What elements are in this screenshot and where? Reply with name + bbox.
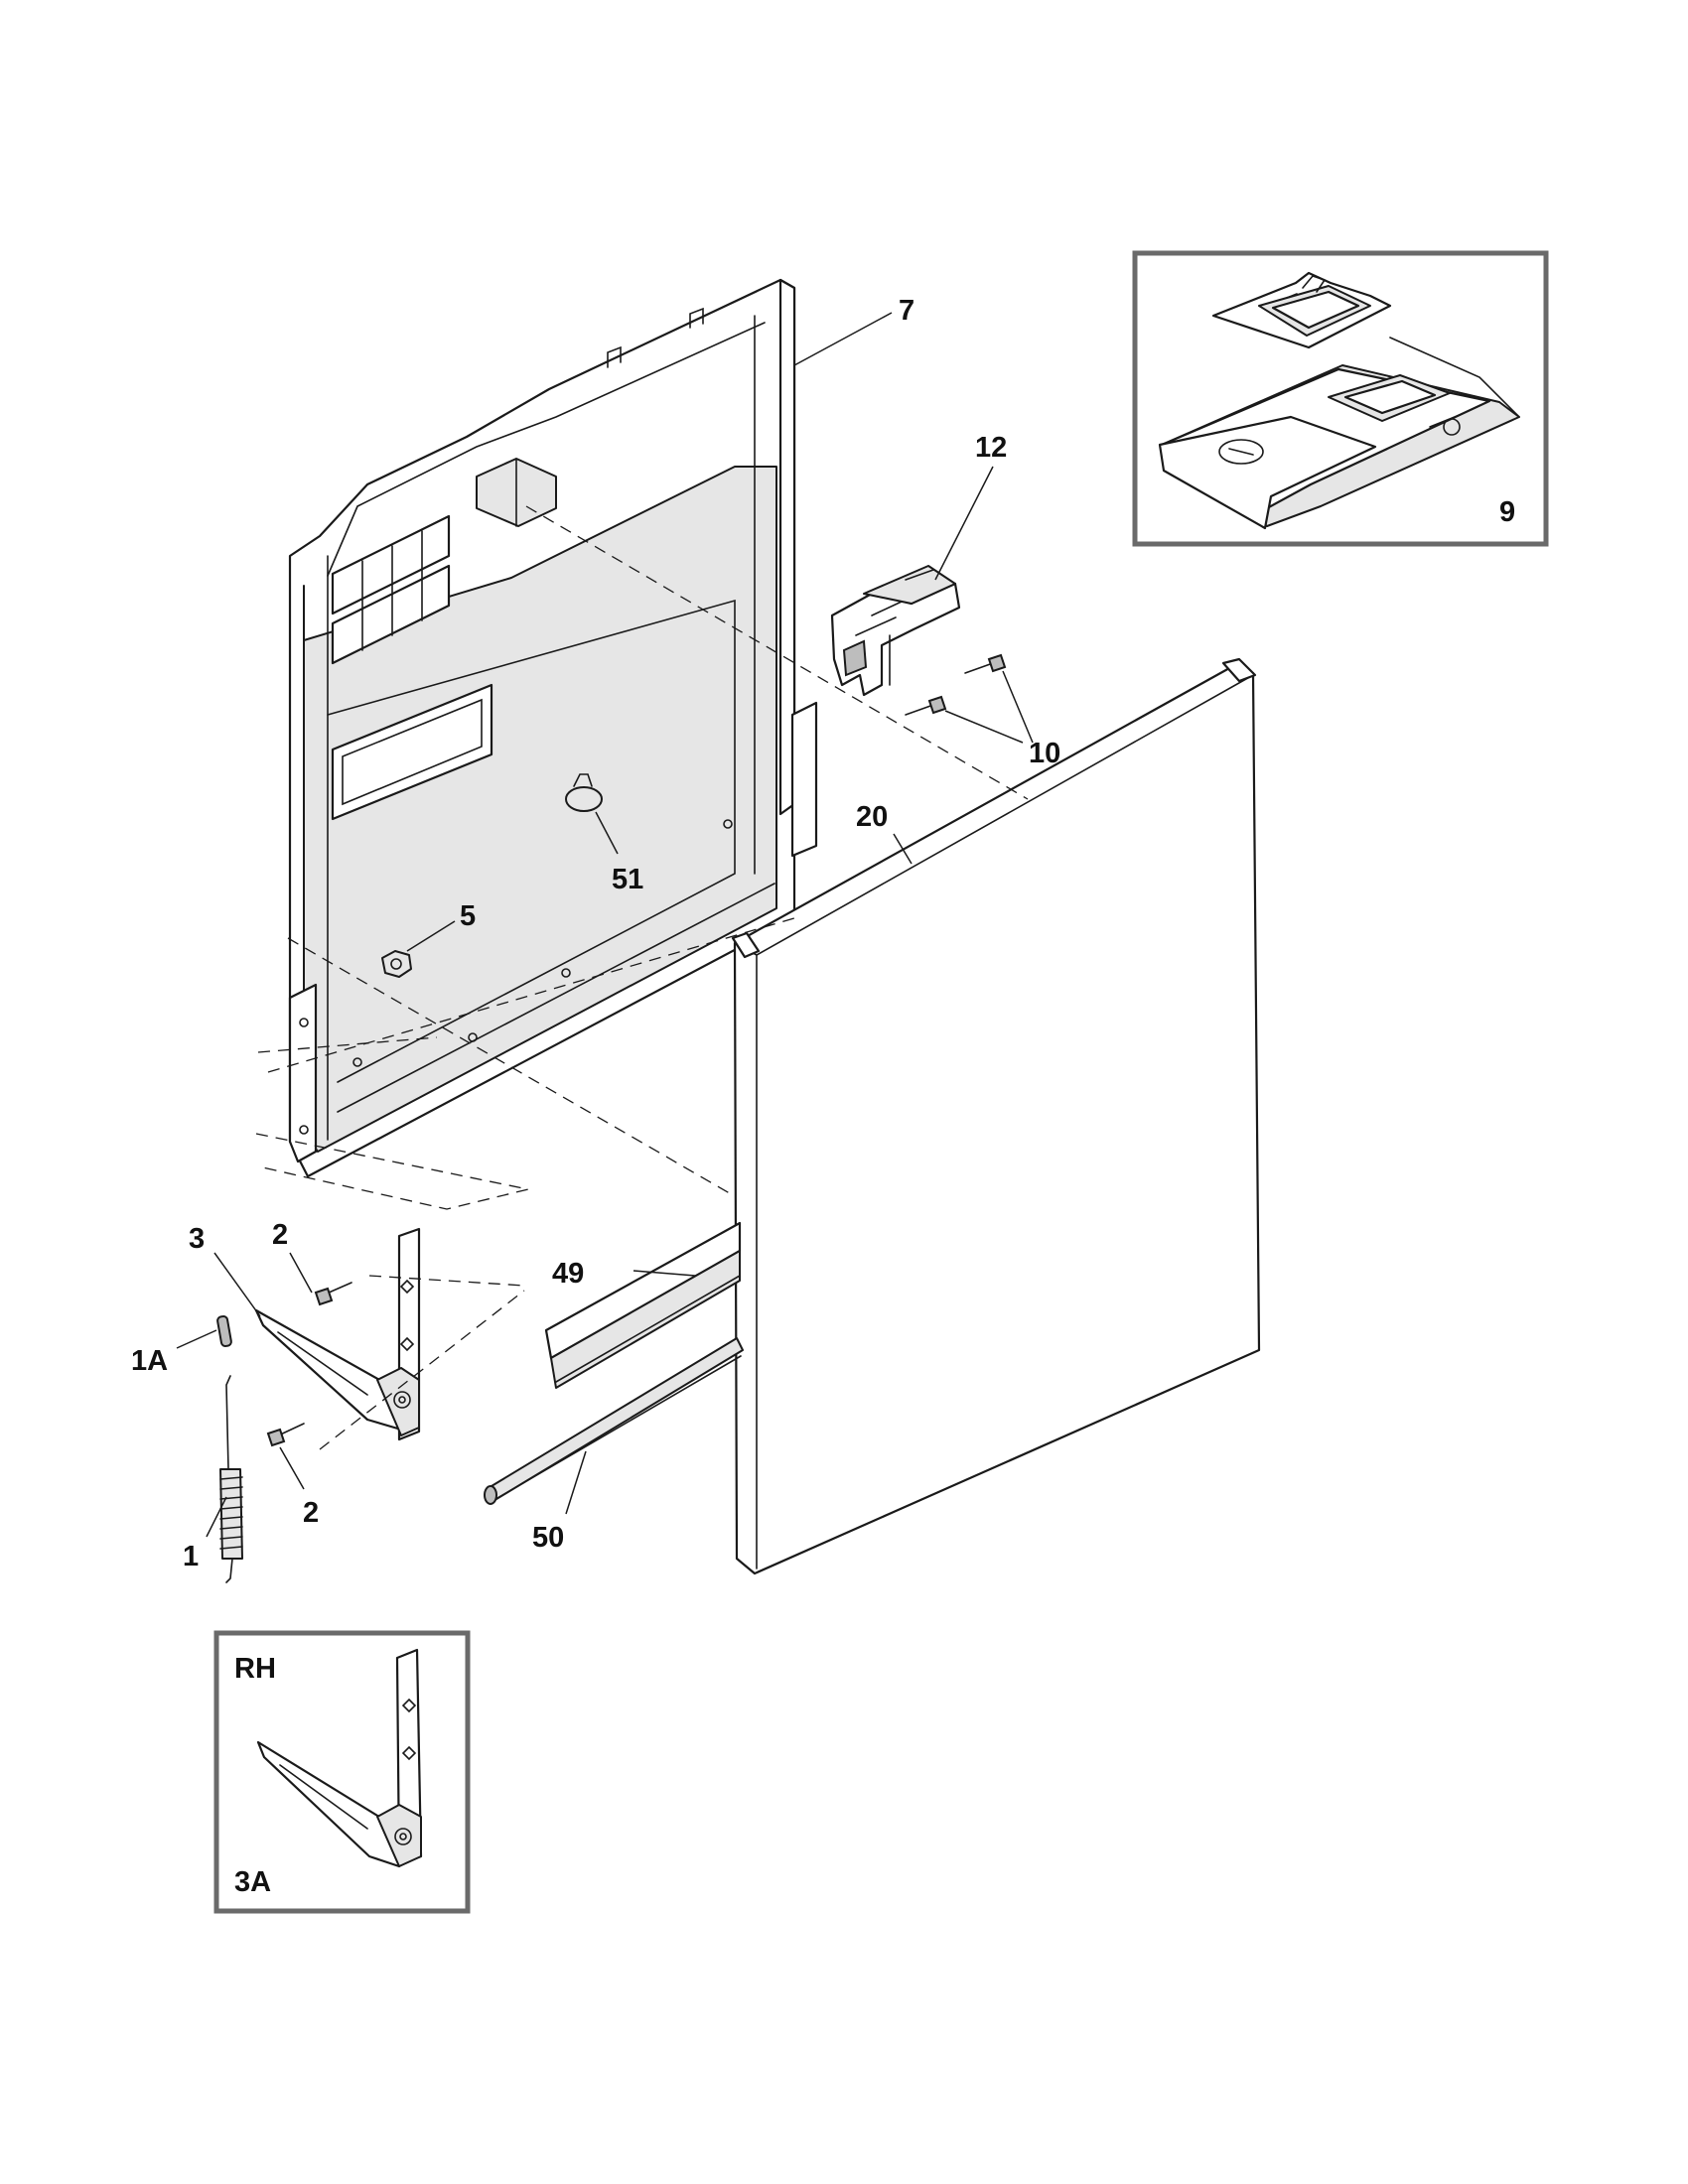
rh-hinge-inset: RH 3A — [213, 1630, 471, 1914]
leader-51 — [595, 811, 619, 855]
callout-7: 7 — [899, 295, 914, 327]
leader-1a — [176, 1329, 217, 1349]
leader-12 — [934, 466, 994, 581]
callout-51: 51 — [612, 864, 643, 895]
leader-2b — [279, 1446, 305, 1490]
callout-12: 12 — [975, 432, 1007, 464]
callout-1a: 1A — [131, 1345, 168, 1377]
leader-3 — [213, 1252, 261, 1317]
rh-label: RH — [234, 1653, 276, 1685]
leader-20 — [893, 833, 913, 865]
leader-50 — [565, 1450, 587, 1515]
hinge-screw-lower — [266, 1423, 305, 1447]
cable-link — [216, 1314, 232, 1348]
callout-5: 5 — [460, 900, 476, 932]
plug — [565, 773, 603, 812]
hinge-rh-illustration — [256, 1648, 423, 1868]
assembly-guide-lines — [255, 505, 1029, 1450]
bottom-trim — [544, 1221, 742, 1389]
outer-door-panel — [731, 657, 1261, 1575]
door-gasket — [484, 1337, 744, 1505]
callout-1: 1 — [183, 1541, 199, 1572]
vent-grille — [331, 514, 451, 665]
leader-2a — [289, 1252, 313, 1294]
dispenser-inset-frame — [1132, 250, 1549, 547]
detergent-dispenser-illustration — [1158, 271, 1520, 530]
inner-door — [288, 278, 818, 1178]
latch-screws — [905, 653, 1007, 716]
leader-10b — [944, 710, 1024, 744]
hinge-screw-upper — [314, 1282, 352, 1306]
hinge-lh — [254, 1227, 421, 1441]
leader-7 — [793, 312, 893, 366]
rh-hinge-inset-frame — [213, 1630, 471, 1914]
dispenser-inset: 9 — [1132, 250, 1549, 547]
callout-9: 9 — [1499, 496, 1515, 528]
leader-5 — [406, 920, 456, 952]
callout-2b: 2 — [303, 1497, 319, 1529]
leader-10a — [1002, 670, 1034, 744]
leader-1 — [206, 1496, 227, 1538]
callout-3a: 3A — [234, 1866, 271, 1898]
nut — [381, 950, 412, 978]
callout-49: 49 — [552, 1258, 584, 1290]
leader-49 — [633, 1270, 696, 1277]
callout-20: 20 — [856, 801, 888, 833]
callout-50: 50 — [532, 1522, 564, 1554]
callout-3: 3 — [189, 1223, 205, 1255]
callout-2a: 2 — [272, 1219, 288, 1251]
hinge-spring — [219, 1375, 243, 1583]
door-latch — [830, 565, 961, 697]
